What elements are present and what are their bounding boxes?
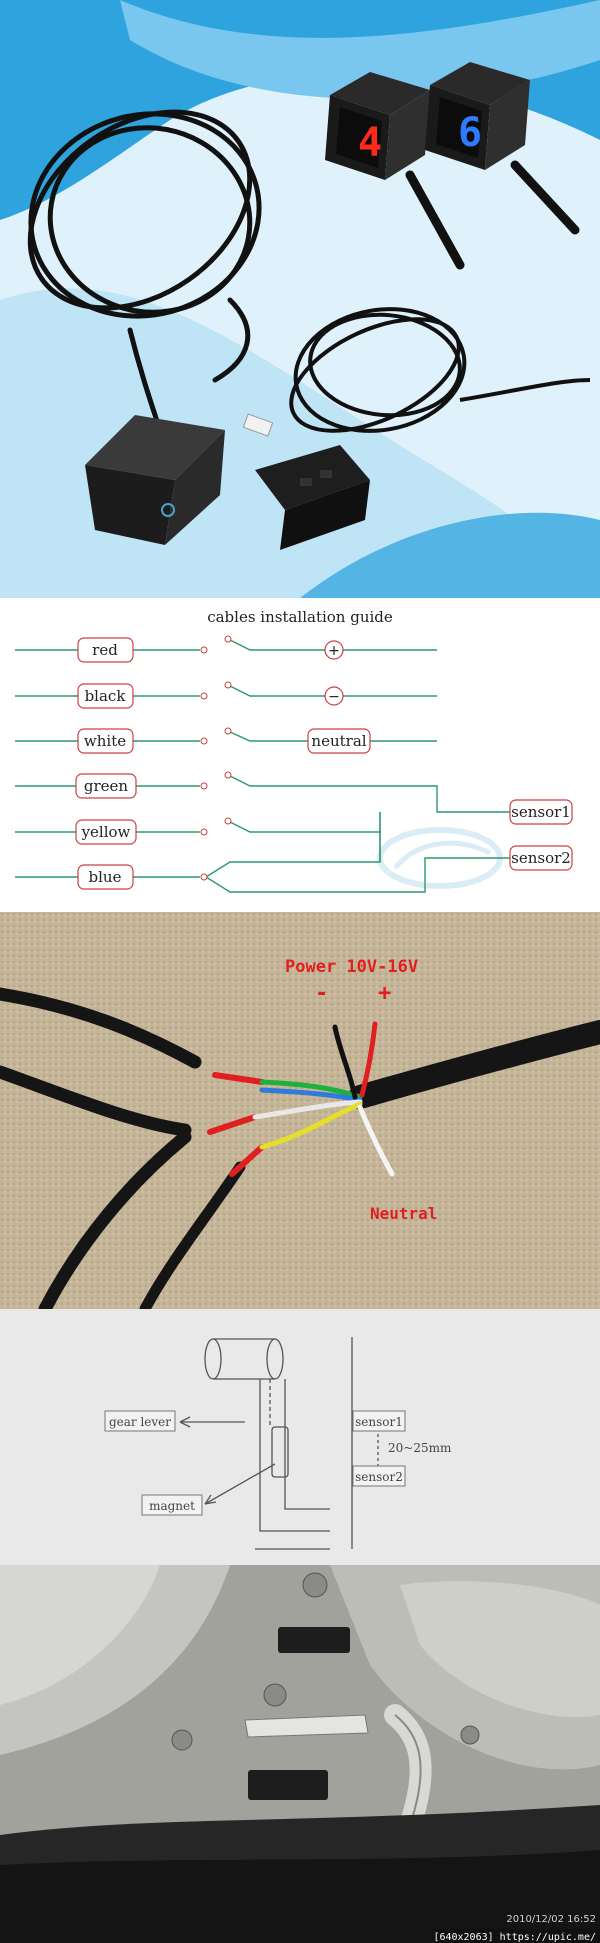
digit-blue: 6	[458, 110, 482, 156]
image-footer: [640x2063] https://upic.me/	[433, 1932, 596, 1943]
engine-photo-graphic: 2010/12/02 16:52 [640x2063] https://upic…	[0, 1565, 600, 1943]
svg-text:blue: blue	[89, 868, 122, 886]
sensor-diagram-graphic: gear lever magnet sensor1 sensor2 20~25m…	[104, 1337, 452, 1550]
svg-text:sensor1: sensor1	[355, 1415, 403, 1429]
minus-sign: -	[315, 981, 328, 1006]
wire-photo-graphic: Power 10V-16V - + Neutral	[0, 912, 600, 1309]
sensor2-diagram-label: sensor2	[352, 1465, 406, 1487]
sensor-mount-upper	[278, 1627, 350, 1653]
guide-title: cables installation guide	[207, 608, 393, 626]
svg-text:neutral: neutral	[311, 732, 366, 750]
svg-text:green: green	[84, 777, 129, 795]
photo-timestamp: 2010/12/02 16:52	[506, 1914, 596, 1925]
svg-text:yellow: yellow	[81, 823, 131, 841]
svg-text:+: +	[328, 643, 340, 659]
neutral-label-photo: Neutral	[370, 1204, 437, 1223]
minus-terminal-icon: −	[324, 686, 344, 706]
sensor-placement-diagram: gear lever magnet sensor1 sensor2 20~25m…	[0, 1309, 600, 1565]
sensor2-label: sensor2	[509, 845, 573, 871]
engine-installation-photo: 2010/12/02 16:52 [640x2063] https://upic…	[0, 1565, 600, 1943]
sensor-mount-lower	[248, 1770, 328, 1800]
svg-text:magnet: magnet	[149, 1499, 195, 1513]
wiring-guide: cables installation guide	[0, 598, 600, 912]
wire-label-blue: blue	[77, 864, 134, 890]
svg-text:red: red	[92, 641, 118, 659]
svg-text:sensor1: sensor1	[511, 803, 571, 821]
power-label: Power 10V-16V	[285, 957, 418, 977]
wiring-diagram: cables installation guide	[15, 608, 573, 893]
product-photo: 4 6	[0, 0, 600, 598]
svg-text:gear lever: gear lever	[109, 1415, 171, 1429]
plus-terminal-icon: +	[324, 640, 344, 660]
sensor-box	[85, 415, 225, 545]
wire-label-red: red	[77, 637, 134, 663]
magnet-label: magnet	[141, 1494, 203, 1516]
distance-label: 20~25mm	[388, 1441, 452, 1455]
wire-label-white: white	[77, 728, 134, 754]
wire-label-black: black	[77, 683, 134, 709]
digit-red: 4	[358, 120, 382, 166]
wire-label-green: green	[75, 773, 137, 799]
svg-text:sensor2: sensor2	[511, 849, 571, 867]
gear-lever-label: gear lever	[104, 1410, 176, 1432]
plus-sign: +	[378, 981, 391, 1006]
svg-text:white: white	[84, 732, 126, 750]
wire-connection-photo: Power 10V-16V - + Neutral	[0, 912, 600, 1309]
wire-label-yellow: yellow	[75, 819, 137, 845]
product-photo-graphic: 4 6	[0, 0, 600, 598]
sensor1-diagram-label: sensor1	[352, 1410, 406, 1432]
gear-display-red: 4	[325, 72, 465, 270]
svg-text:−: −	[328, 689, 340, 705]
sensor1-label: sensor1	[509, 799, 573, 825]
svg-text:black: black	[85, 687, 127, 705]
svg-text:sensor2: sensor2	[355, 1470, 403, 1484]
neutral-label: neutral	[307, 728, 371, 754]
gear-display-blue: 6	[425, 62, 580, 235]
